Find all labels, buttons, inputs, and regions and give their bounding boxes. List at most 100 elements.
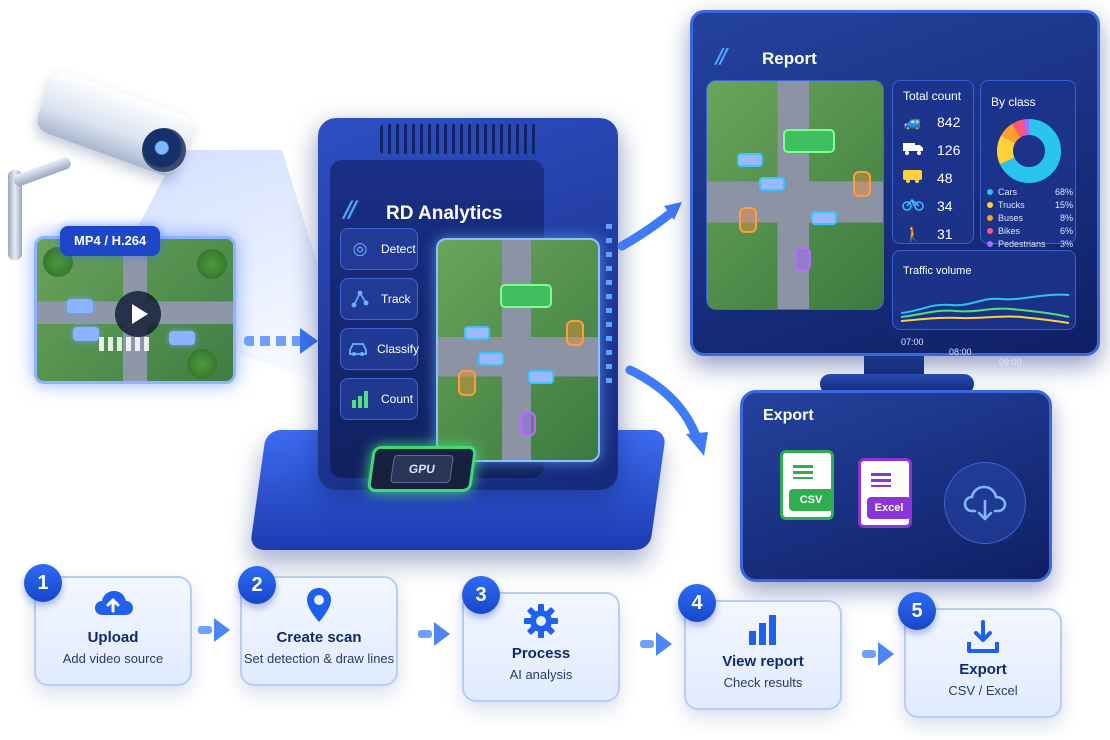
car (169, 331, 195, 345)
count-list: 🚙 842 126 48 34 🚶 31 (901, 111, 971, 245)
step-subtitle: AI analysis (509, 667, 573, 682)
car (67, 299, 93, 313)
legend-label: Buses (998, 212, 1024, 223)
step-title: Process (511, 645, 571, 662)
step-number-badge: 5 (898, 592, 936, 630)
detected-car (528, 370, 554, 384)
step-title: Export (959, 661, 1007, 678)
count-row-buses: 48 (901, 167, 971, 189)
legend-swatch (987, 201, 993, 208)
legend-item: Cars 68% (987, 185, 1073, 198)
detected-pedestrian (795, 247, 811, 271)
count-row-trucks: 126 (901, 139, 971, 161)
menu-item-count[interactable]: Count (340, 378, 418, 420)
bike-icon (901, 197, 925, 215)
legend-pct: 15% (1054, 199, 1073, 210)
step-number-badge: 3 (462, 576, 500, 614)
step-export[interactable]: Export CSV / Excel (904, 608, 1062, 718)
by-class-panel: By class Cars 68% Trucks 15% Buses 8% Bikes… (980, 80, 1076, 249)
report-scene (706, 80, 884, 310)
detected-bike (853, 171, 871, 197)
count-row-cars: 🚙 842 (901, 111, 971, 133)
csv-file-icon[interactable]: CSV (780, 450, 834, 520)
legend-item: Trucks 15% (987, 198, 1073, 211)
detected-pedestrian (520, 412, 536, 436)
cloud-download-icon (963, 485, 1007, 521)
menu-item-track[interactable]: Track (340, 278, 418, 320)
step-arrow-tail (640, 640, 654, 648)
count-row-pedestrians: 🚶 31 (901, 223, 971, 245)
traffic-volume-title: Traffic volume (903, 265, 972, 277)
legend-swatch (987, 240, 993, 247)
detected-bike (739, 207, 757, 233)
legend-label: Pedestrians (998, 238, 1046, 249)
count-value: 842 (937, 114, 961, 130)
detection-view (436, 238, 600, 462)
traffic-line-chart (901, 293, 1070, 324)
count-value: 34 (937, 198, 953, 214)
detected-car (759, 177, 785, 191)
excel-file-icon[interactable]: Excel (858, 458, 912, 528)
flow-arrows (617, 202, 708, 456)
legend-pct: 6% (1059, 225, 1073, 236)
class-donut-chart (997, 119, 1061, 183)
menu-item-classify[interactable]: Classify (340, 328, 420, 370)
detected-bus (783, 129, 835, 153)
file-lines (871, 473, 891, 487)
arrow-head-icon (686, 432, 708, 456)
tree (187, 349, 217, 379)
brand-logo: // (716, 44, 727, 68)
arrow-head-icon (664, 202, 682, 220)
detected-car (478, 352, 504, 366)
server-title: RD Analytics (386, 203, 503, 224)
car-icon: 🚙 (903, 114, 923, 131)
series-line (901, 293, 1070, 314)
camera-lens (142, 128, 186, 172)
legend-pct: 8% (1059, 212, 1073, 223)
step-upload[interactable]: Upload Add video source (34, 576, 192, 686)
step-view-report[interactable]: View report Check results (684, 600, 842, 710)
export-title: Export (763, 407, 814, 424)
bar-chart-icon (347, 386, 373, 412)
play-button[interactable] (115, 291, 161, 337)
truck-icon (901, 141, 925, 159)
menu-label: Classify (377, 342, 420, 356)
legend-label: Cars (998, 186, 1018, 197)
legend-swatch (987, 188, 993, 195)
step-arrow-tail (418, 630, 432, 638)
menu-label: Count (381, 392, 414, 406)
legend-item: Buses 8% (987, 211, 1073, 224)
step-arrow-icon (878, 642, 894, 666)
video-preview[interactable] (34, 236, 236, 384)
step-subtitle: Set detection & draw lines (243, 651, 395, 666)
legend-label: Trucks (998, 199, 1025, 210)
menu-item-detect[interactable]: ◎ Detect (340, 228, 418, 270)
car (73, 327, 99, 341)
count-value: 126 (937, 142, 961, 158)
pedestrian-icon: 🚶 (903, 226, 923, 243)
bus-icon (901, 169, 925, 187)
detected-bike (566, 320, 584, 346)
gpu-label: GPU (390, 455, 454, 483)
download-icon (966, 617, 1000, 657)
cloud-download-button[interactable] (944, 462, 1026, 544)
step-arrow-tail (198, 626, 212, 634)
axis-tick: 10:00 (1047, 367, 1070, 377)
crosswalk (99, 337, 149, 351)
legend-pct: 68% (1054, 186, 1073, 197)
count-value: 31 (937, 226, 953, 242)
step-title: Create scan (276, 629, 362, 646)
camera-pole (8, 170, 22, 260)
step-subtitle: Check results (723, 675, 803, 690)
step-number-badge: 1 (24, 564, 62, 602)
by-class-title: By class (991, 95, 1036, 109)
report-title: Report (762, 49, 817, 68)
menu-label: Detect (381, 242, 416, 256)
total-count-panel: Total count 🚙 842 126 48 34 🚶 31 (892, 80, 974, 244)
map-pin-icon (305, 585, 333, 625)
step-number-badge: 4 (678, 584, 716, 622)
step-subtitle: Add video source (62, 651, 164, 666)
